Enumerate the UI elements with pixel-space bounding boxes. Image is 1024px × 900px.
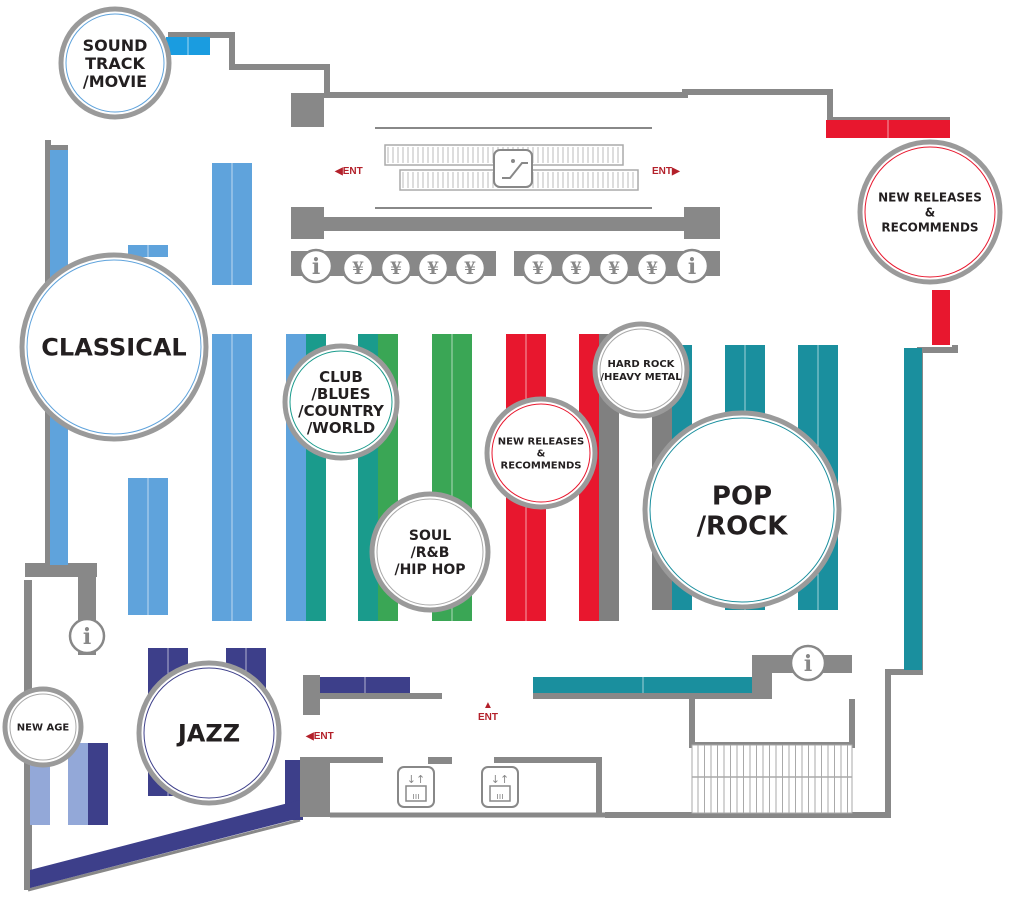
svg-text:¥: ¥ [390, 259, 402, 279]
register-icon: ¥ [453, 251, 487, 285]
new-age-shelf [68, 743, 88, 825]
section-label: /HIP HOP [394, 562, 465, 578]
svg-text:ııı: ııı [412, 792, 420, 802]
section-label: SOUL [409, 528, 451, 544]
section-label: & [537, 449, 546, 460]
register-icon: ¥ [341, 251, 375, 285]
outer-walls [24, 32, 958, 892]
svg-text:¥: ¥ [532, 259, 544, 279]
elevator-icon-1: ↓↑ ııı [397, 766, 435, 808]
section-new-releases-right[interactable]: NEW RELEASES&RECOMMENDS [857, 139, 1003, 285]
svg-text:¥: ¥ [608, 259, 620, 279]
escalator [375, 127, 652, 209]
register-icon: ¥ [597, 251, 631, 285]
register-icon: ¥ [379, 251, 413, 285]
svg-text:¥: ¥ [570, 259, 582, 279]
new-releases-wall-shelf [932, 290, 950, 345]
section-label: RECOMMENDS [501, 461, 582, 472]
section-hard-rock[interactable]: HARD ROCK/HEAVY METAL [592, 321, 690, 419]
register-icon: ¥ [521, 251, 555, 285]
section-label: /WORLD [307, 419, 375, 437]
elevator-icon-2: ↓↑ ııı [481, 766, 519, 808]
entrance-label-escalator-right: ENT▶ [652, 166, 681, 177]
svg-text:↓↑: ↓↑ [491, 773, 509, 786]
section-soul[interactable]: SOUL/R&B/HIP HOP [369, 491, 491, 613]
register-icon: ¥ [416, 251, 450, 285]
section-label: /MOVIE [83, 72, 147, 91]
section-label: NEW RELEASES [878, 190, 982, 204]
section-new-releases-center[interactable]: NEW RELEASES&RECOMMENDS [484, 396, 598, 510]
entrance-label-bottom-center: ENT [478, 712, 498, 723]
pop-rock-wall-shelf [904, 348, 922, 670]
section-club[interactable]: CLUB/BLUES/COUNTRY/WORLD [282, 343, 400, 461]
section-label: /COUNTRY [298, 402, 385, 420]
svg-text:¥: ¥ [646, 259, 658, 279]
section-jazz[interactable]: JAZZ [136, 660, 282, 806]
section-new-age[interactable]: NEW AGE [2, 686, 84, 768]
register-icon: ¥ [559, 251, 593, 285]
section-label: NEW RELEASES [498, 437, 584, 448]
section-label: /BLUES [311, 385, 370, 403]
info-icon: i [298, 248, 334, 284]
svg-text:i: i [83, 624, 91, 650]
section-label: POP [712, 481, 772, 511]
stairs [691, 744, 853, 814]
info-icon: i [789, 644, 827, 682]
section-label: CLASSICAL [41, 334, 186, 362]
section-label: NEW AGE [17, 723, 70, 734]
entrance-arrow-bottom-center: ▲ [483, 700, 493, 711]
section-label: HARD ROCK [608, 359, 676, 370]
section-pop-rock[interactable]: POP/ROCK [642, 410, 842, 610]
section-label: /ROCK [697, 511, 789, 541]
svg-text:¥: ¥ [427, 259, 439, 279]
section-label: RECOMMENDS [881, 220, 978, 234]
inner-walls [300, 655, 855, 818]
svg-text:↓↑: ↓↑ [407, 773, 425, 786]
info-icon: i [674, 248, 710, 284]
section-label: /R&B [411, 545, 450, 561]
entrance-label-escalator-left: ◀ENT [334, 166, 363, 177]
register-icon: ¥ [635, 251, 669, 285]
svg-text:i: i [312, 254, 320, 280]
info-icon: i [68, 617, 106, 655]
svg-text:i: i [688, 254, 696, 280]
escalator-icon [493, 149, 533, 188]
svg-text:ııı: ııı [496, 792, 504, 802]
svg-text:i: i [804, 651, 812, 677]
entrance-label-bottom-left: ◀ENT [305, 731, 334, 742]
jazz-floor-shelf [30, 800, 300, 888]
section-label: /HEAVY METAL [600, 372, 682, 383]
svg-text:¥: ¥ [464, 259, 476, 279]
svg-text:¥: ¥ [352, 259, 364, 279]
section-label: & [925, 205, 935, 219]
section-classical[interactable]: CLASSICAL [19, 252, 209, 442]
section-label: JAZZ [176, 720, 240, 748]
section-label: CLUB [319, 368, 363, 386]
jazz-shelf [88, 743, 108, 825]
section-label: TRACK [85, 54, 145, 73]
section-label: SOUND [83, 36, 148, 55]
